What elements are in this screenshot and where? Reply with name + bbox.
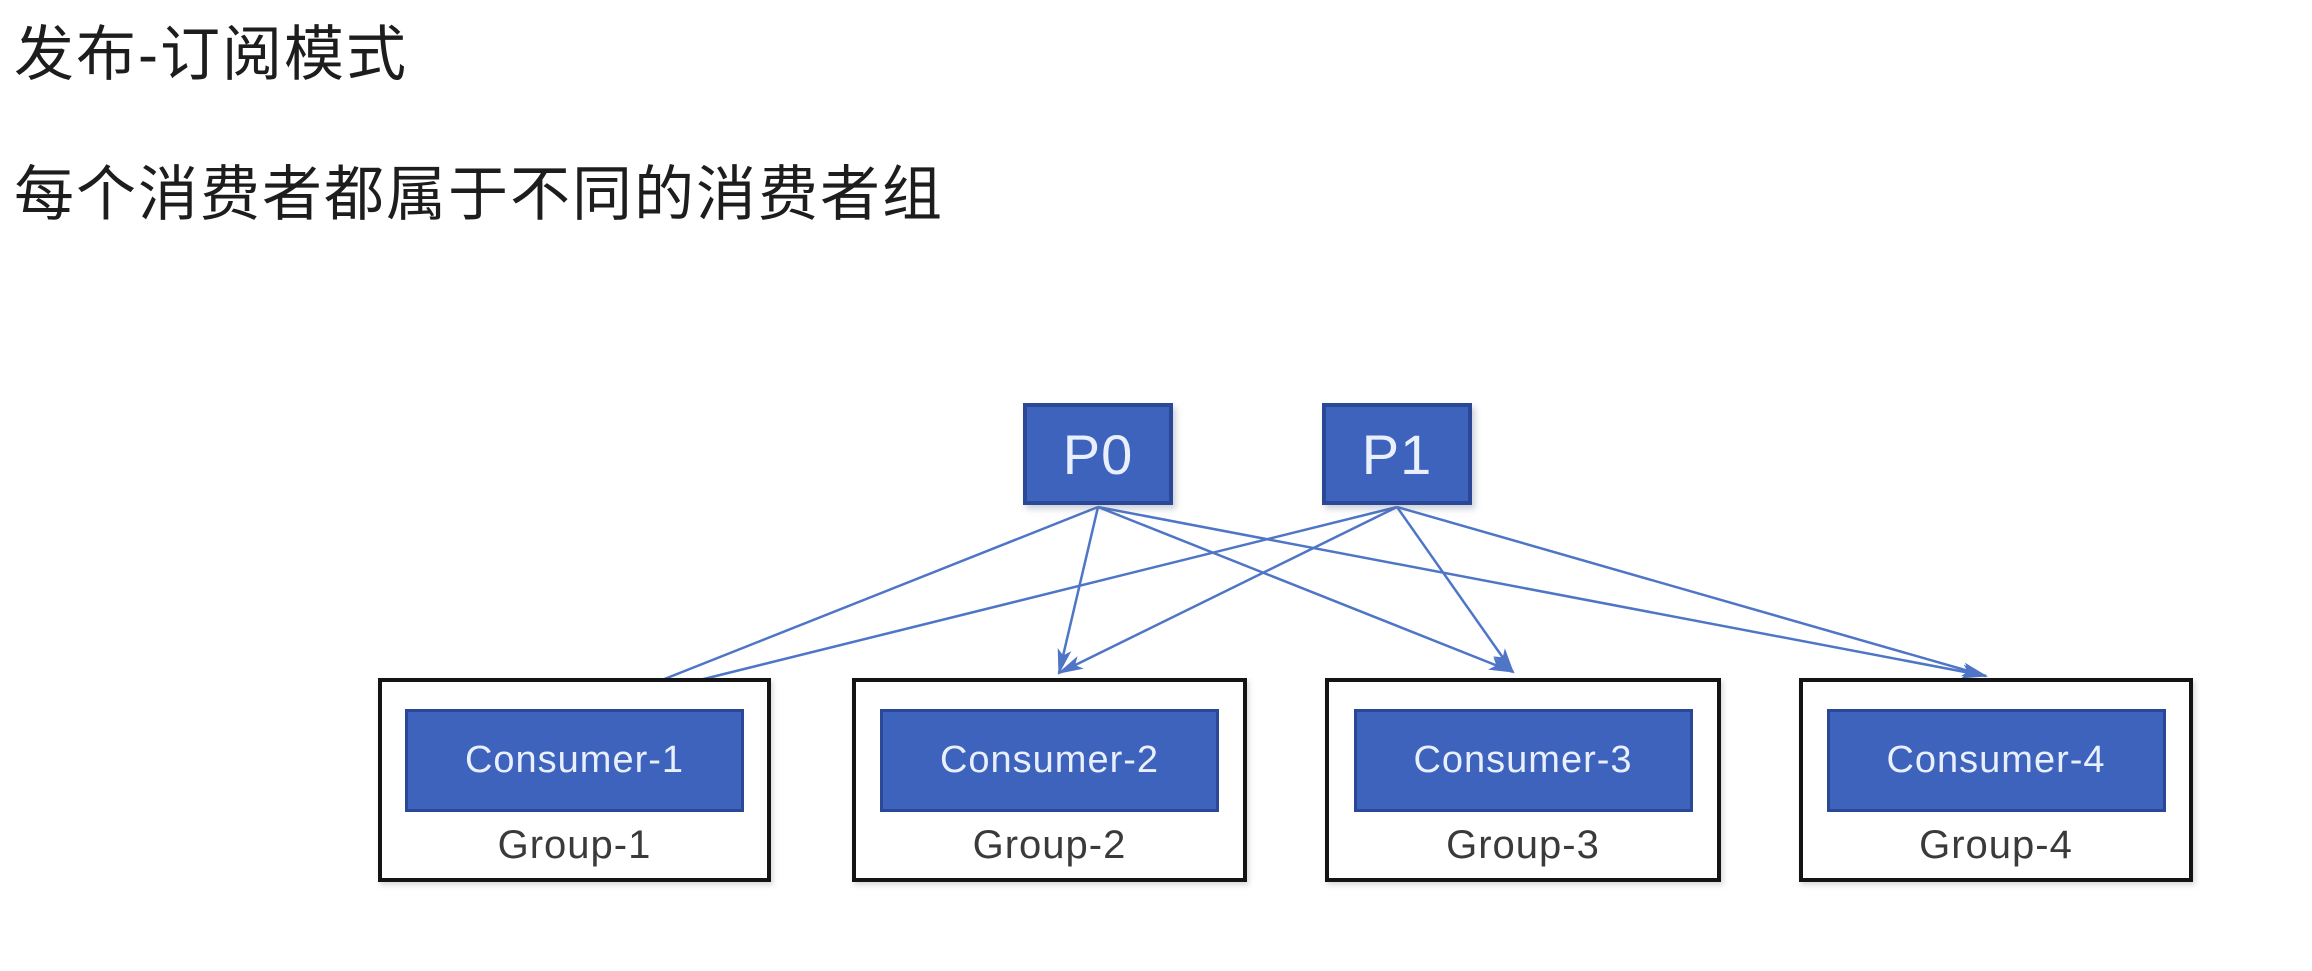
group-box-4: Consumer-4 Group-4 xyxy=(1799,678,2193,882)
group-label-4: Group-4 xyxy=(1919,822,2073,867)
consumer-label-1: Consumer-1 xyxy=(464,739,685,781)
edge-p1-consumer-2 xyxy=(1057,505,1398,675)
consumer-box-1: Consumer-1 xyxy=(405,709,744,812)
consumer-label-4: Consumer-4 xyxy=(1886,739,2106,781)
page-title: 发布-订阅模式 xyxy=(14,21,408,88)
edge-p1-consumer-1 xyxy=(596,505,1398,707)
partition-box-p1: P1 xyxy=(1322,403,1472,505)
group-label-1: Group-1 xyxy=(497,822,652,867)
consumer-label-3: Consumer-3 xyxy=(1413,739,1633,781)
consumer-box-3: Consumer-3 xyxy=(1353,709,1693,812)
edge-p1-consumer-4 xyxy=(1396,505,1989,678)
page-subtitle: 每个消费者都属于不同的消费者组 xyxy=(14,161,944,228)
partition-label-p0: P0 xyxy=(1062,422,1134,486)
group-box-2: Consumer-2 Group-2 xyxy=(852,678,1247,882)
edge-p0-consumer-2 xyxy=(1057,506,1100,676)
edge-p1-consumer-3 xyxy=(1395,506,1515,674)
consumer-box-4: Consumer-4 xyxy=(1826,709,2166,812)
partition-label-p1: P1 xyxy=(1361,422,1433,486)
edge-p0-consumer-3 xyxy=(1097,505,1516,674)
partition-box-p0: P0 xyxy=(1023,403,1173,505)
edge-p0-consumer-1 xyxy=(596,505,1099,707)
consumer-box-2: Consumer-2 xyxy=(880,709,1219,812)
consumer-label-2: Consumer-2 xyxy=(939,739,1160,781)
edge-p0-consumer-4 xyxy=(1097,505,1989,679)
group-box-3: Consumer-3 Group-3 xyxy=(1325,678,1721,882)
group-label-3: Group-3 xyxy=(1446,822,1600,867)
group-box-1: Consumer-1 Group-1 xyxy=(378,678,771,882)
group-label-2: Group-2 xyxy=(972,822,1127,867)
